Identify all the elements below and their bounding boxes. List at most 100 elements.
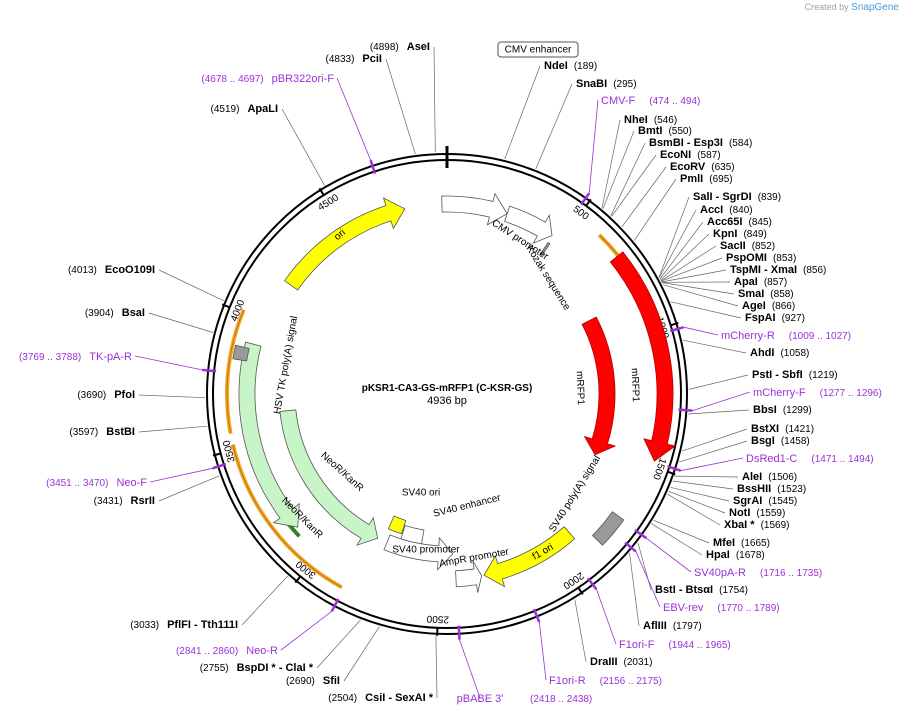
site-position: (4898) [370, 42, 399, 53]
annotation-track-edge-2 [226, 309, 245, 434]
site-name: SnaBI [576, 78, 607, 90]
site-leader-line [679, 440, 748, 463]
site-label-tspmi-xmai: TspMI - XmaI(856) [730, 264, 826, 276]
site-label-mfei: MfeI(1665) [713, 537, 770, 549]
site-position: (857) [764, 277, 787, 288]
site-leader-line [633, 178, 677, 241]
site-label-pmli: PmlI(695) [680, 173, 733, 185]
site-leader-line [158, 475, 220, 502]
primer-name: pBR322ori-F [272, 73, 335, 85]
site-leader-line [316, 619, 361, 669]
feature-neor-kanr-12 [238, 341, 300, 528]
site-position: (3431) [94, 496, 123, 507]
site-name: EcoRV [670, 161, 706, 173]
site-position: (839) [758, 192, 781, 203]
site-label-ecoo109i: (4013)EcoO109I [68, 264, 155, 276]
site-name: MfeI [713, 537, 735, 549]
site-leader-line [611, 154, 657, 217]
site-position: (546) [654, 115, 677, 126]
primer-name: mCherry-F [753, 387, 806, 399]
site-position: (1219) [809, 370, 838, 381]
tick-mark-1000 [670, 322, 679, 327]
primer-marker [369, 159, 377, 174]
site-position: (3597) [69, 427, 98, 438]
site-name: BstXI [751, 423, 779, 435]
site-name: EcoO109I [105, 264, 155, 276]
site-position: (4519) [211, 104, 240, 115]
site-position: (1299) [783, 405, 812, 416]
primer-marker [202, 368, 217, 373]
site-name: PspOMI [726, 252, 767, 264]
primer-leader-line [646, 537, 692, 573]
site-leader-line [535, 83, 573, 170]
site-position: (1458) [781, 436, 810, 447]
site-position: (849) [743, 229, 766, 240]
primer-leader-line [280, 610, 333, 651]
site-leader-line [637, 542, 652, 591]
primer-leader-line [336, 77, 371, 161]
feature-label-box [497, 41, 579, 58]
primer-label-f1ori-r: F1ori-R(2156 .. 2175) [549, 675, 662, 687]
site-label-pcii: (4833)PciI [326, 53, 382, 65]
feature-mrfp1-4 [609, 251, 677, 462]
primer-label-tk-pa-r: (3769 .. 3788)TK-pA-R [19, 351, 132, 363]
primer-label-mcherry-r: mCherry-R(1009 .. 1027) [721, 330, 851, 342]
primer-name: EBV-rev [663, 602, 704, 614]
feature-sv40-ori-10 [387, 515, 407, 535]
site-leader-line [670, 301, 742, 319]
primer-label-sv40pa-r: SV40pA-R(1716 .. 1735) [694, 567, 822, 579]
site-label-pflfi-tth111i: (3033)PflFI - Tth111I [130, 619, 238, 631]
site-position: (550) [668, 126, 691, 137]
site-position: (856) [803, 265, 826, 276]
site-name: NheI [624, 114, 648, 126]
tick-label-2000: 2000 [561, 569, 586, 591]
site-position: (2690) [286, 676, 315, 687]
feature-label-sv40-enhancer: SV40 enhancer [432, 492, 502, 520]
site-position: (1797) [673, 621, 702, 632]
site-name: AgeI [742, 300, 766, 312]
site-label-fspai: FspAI(927) [745, 312, 805, 324]
primer-range: (2841 .. 2860) [176, 646, 238, 657]
annotation-track-edge-1 [232, 444, 342, 588]
primer-marker [586, 577, 598, 591]
primer-leader-line [134, 355, 203, 371]
site-label-bspdi-clai-: (2755)BspDI * - ClaI * [200, 662, 314, 674]
primer-name: mCherry-R [721, 330, 775, 342]
site-position: (2031) [624, 657, 653, 668]
site-name: HpaI [706, 549, 730, 561]
primer-marker [330, 598, 340, 612]
site-name: BsaI [122, 307, 145, 319]
site-label-pspomi: PspOMI(853) [726, 252, 796, 264]
site-name: PflFI - Tth111I [167, 619, 238, 631]
site-position: (3904) [85, 308, 114, 319]
site-leader-line [629, 552, 640, 627]
site-leader-line [241, 575, 288, 626]
site-leader-line [435, 635, 438, 699]
site-label-csii-sexai-: (2504)CsiI - SexAI * [328, 692, 433, 704]
site-label-draiii: DraIII (2031) [590, 656, 652, 668]
site-label-bsai: (3904) BsaI [85, 307, 145, 319]
site-position: (695) [709, 174, 732, 185]
site-label-agei: AgeI(866) [742, 300, 795, 312]
site-label-sali-sgrdi: SalI - SgrDI(839) [693, 191, 781, 203]
site-label-acc65i: Acc65I(845) [707, 216, 772, 228]
site-name: DraIII [590, 656, 618, 668]
site-name: AleI [742, 471, 762, 483]
site-position: (584) [729, 138, 752, 149]
site-leader-line [688, 409, 750, 415]
site-name: RsrII [131, 495, 155, 507]
feature-sv40-enhancer-9 [400, 525, 425, 545]
tick-label-2500: 2500 [426, 613, 449, 625]
tick-label-4500: 4500 [316, 192, 341, 213]
site-position: (1058) [780, 348, 809, 359]
site-name: XbaI * [724, 519, 755, 531]
site-position: (852) [752, 241, 775, 252]
site-label-psti-sbfi: PstI - SbfI(1219) [752, 369, 838, 381]
site-label-bmti: BmtI(550) [638, 125, 692, 137]
tick-mark-4000 [221, 303, 231, 309]
site-label-bbsi: BbsI(1299) [753, 404, 812, 416]
primer-leader-line [459, 639, 481, 699]
primer-range: (1471 .. 1494) [811, 454, 873, 465]
site-name: SgrAI [733, 495, 762, 507]
feature-mrfp1-3 [581, 316, 617, 456]
